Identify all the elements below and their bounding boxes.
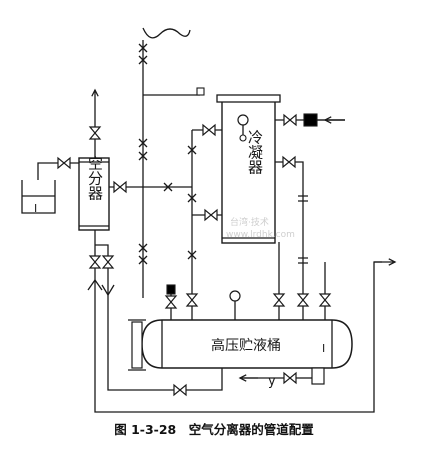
valve-icon <box>164 295 178 309</box>
inlet-arrow-head <box>323 116 332 124</box>
return-arrow-head <box>238 374 247 382</box>
solenoid-icon <box>166 284 176 295</box>
receiver-label: 高压贮液桶 <box>211 337 281 354</box>
cross-joint-icon <box>138 243 148 253</box>
air-separator: 空分器 <box>78 156 110 231</box>
valve-icon <box>88 255 102 269</box>
small-tank-marker: I <box>34 202 37 215</box>
cross-joint-icon <box>187 250 197 260</box>
valve-icon <box>88 126 102 140</box>
receiver-gauge-icon <box>229 290 241 320</box>
cross-joint-icon <box>138 255 148 265</box>
valve-icon <box>57 156 71 170</box>
flow-marker-label: y <box>268 374 276 389</box>
solenoid-valve-icon <box>303 113 318 127</box>
condenser-gauge-icon <box>237 114 249 126</box>
valve-group <box>57 43 332 397</box>
cross-joint-icon <box>163 182 173 192</box>
condenser-label: 冷凝器 <box>246 130 264 175</box>
valve-icon <box>202 123 216 137</box>
flow-arrow-down <box>101 284 115 297</box>
watermark-line-2: www.lrdhk.com <box>226 230 295 240</box>
cross-joint-icon <box>187 145 197 155</box>
condenser: 冷凝器 <box>216 94 281 244</box>
pipe-break <box>142 27 191 39</box>
valve-icon <box>272 293 286 307</box>
valve-icon <box>283 113 297 127</box>
level-glass <box>128 319 146 371</box>
pipe-break-marker <box>298 257 308 264</box>
valve-icon <box>173 383 187 397</box>
valve-icon <box>113 180 127 194</box>
air-separator-label: 空分器 <box>86 156 104 201</box>
figure-caption: 图 1-3-28 空气分离器的管道配置 <box>114 422 314 437</box>
valve-icon <box>296 293 310 307</box>
valve-icon <box>283 371 297 385</box>
cross-joint-icon <box>138 43 148 53</box>
solenoid-icon <box>196 87 205 96</box>
cross-joint-icon <box>138 138 148 148</box>
valve-icon <box>204 208 218 222</box>
valve-icon <box>101 255 115 269</box>
valve-icon <box>282 155 296 169</box>
cross-joint-icon <box>187 193 197 203</box>
receiver-marker: I <box>322 342 325 355</box>
watermark-line-1: 台湾·技术 <box>230 216 269 228</box>
pipe-break-marker <box>298 195 308 202</box>
pipe-segment <box>107 300 223 391</box>
small-tank: I <box>21 180 56 215</box>
valve-icon <box>185 293 199 307</box>
high-pressure-receiver: 高压贮液桶 I <box>141 319 353 385</box>
cross-joint-icon <box>138 151 148 161</box>
flow-arrow-up <box>87 278 103 291</box>
valve-icon <box>318 293 332 307</box>
outlet-arrow-head <box>388 258 397 266</box>
vent-arrow-head <box>91 88 99 97</box>
cross-joint-icon <box>138 55 148 65</box>
pipe-segment <box>95 244 109 300</box>
